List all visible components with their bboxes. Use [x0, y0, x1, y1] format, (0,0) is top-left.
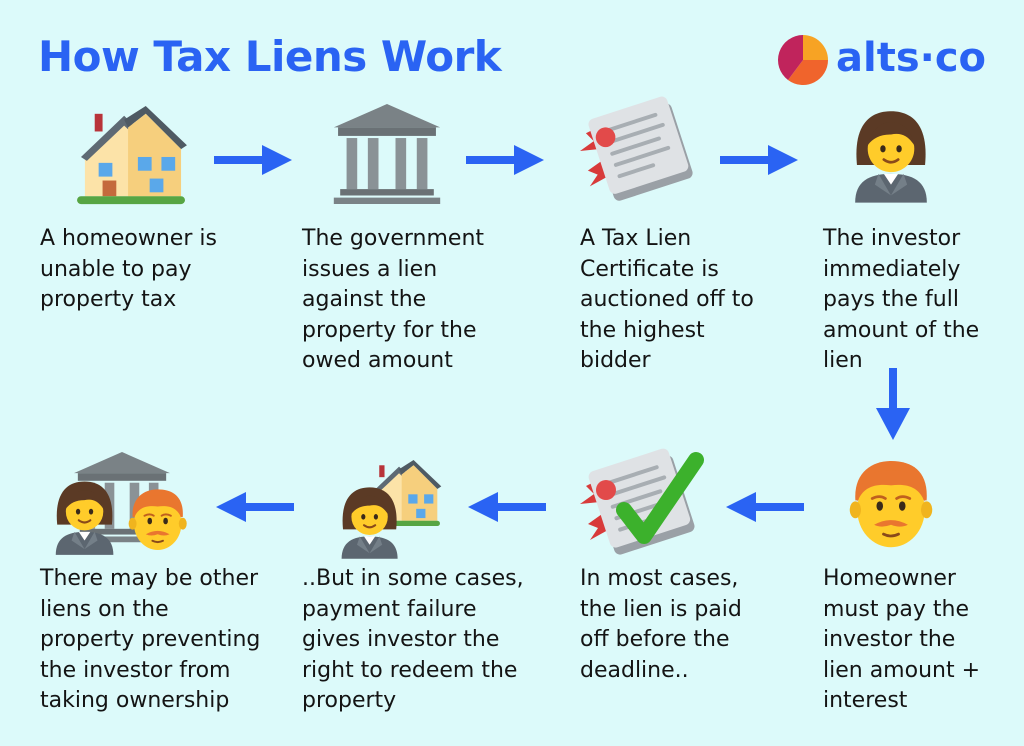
arrow-down-icon [876, 368, 910, 440]
step-7-line: ..But in some cases, [302, 566, 524, 591]
step-5-line: Homeowner [823, 566, 956, 591]
step-8-line: There may be other [40, 566, 259, 591]
arrow-right-icon [720, 145, 798, 175]
step-5-line: must pay the [823, 596, 970, 622]
step-4-line: pays the full [823, 287, 959, 312]
step-4-line: amount of the [823, 317, 980, 343]
step-2-line: owed amount [302, 348, 453, 373]
step-7-text: ..But in some cases, payment failure gives… [302, 564, 524, 717]
step-6-line: the lien is paid [580, 596, 742, 622]
alts-co-logo: alts·co [776, 33, 1001, 89]
step-7-line: gives investor the [302, 627, 500, 652]
step-4-text: The investor immediately pays the full amou… [823, 224, 979, 377]
government-building-icon [333, 104, 441, 204]
homeowner-man-icon [848, 459, 934, 549]
step-3-line: A Tax Lien [580, 226, 692, 251]
step-6-line: deadline.. [580, 657, 689, 683]
investor-house-icon [340, 460, 442, 560]
arrow-right-icon [214, 145, 292, 175]
step-7-line: property [302, 688, 397, 713]
step-2-line: issues a lien [302, 256, 438, 282]
step-6-line: off before the [580, 627, 730, 652]
step-1-line: A homeowner is [40, 226, 217, 251]
step-4-line: lien [823, 348, 863, 373]
certificate-check-icon [580, 446, 704, 557]
step-8-line: liens on the [40, 596, 169, 622]
step-2-line: against the [302, 287, 427, 312]
logo-text: alts·co [836, 35, 987, 81]
step-5-line: lien amount + [823, 657, 981, 683]
page-title: How Tax Liens Work [38, 32, 502, 81]
step-5-line: interest [823, 688, 908, 713]
step-4-line: immediately [823, 256, 961, 282]
step-7-line: payment failure [302, 596, 477, 622]
step-7-line: right to redeem the [302, 657, 518, 683]
step-8-line: the investor from [40, 657, 231, 683]
step-8-text: There may be other liens on the property p… [40, 564, 260, 717]
step-3-line: Certificate is [580, 256, 719, 282]
step-3-line: auctioned off to [580, 287, 754, 312]
step-3-line: bidder [580, 348, 651, 373]
step-2-line: property for the [302, 317, 477, 343]
step-3-line: the highest [580, 317, 705, 343]
arrow-right-icon [466, 145, 544, 175]
step-8-line: property preventing [40, 627, 261, 652]
arrow-left-icon [216, 492, 294, 522]
step-6-text: In most cases, the lien is paid off before… [580, 564, 742, 686]
step-1-line: property tax [40, 287, 177, 312]
step-6-line: In most cases, [580, 566, 739, 591]
step-1-text: A homeowner is unable to pay property tax [40, 224, 217, 316]
investor-woman-icon [853, 109, 929, 204]
step-1-line: unable to pay [40, 256, 192, 282]
arrow-left-icon [726, 492, 804, 522]
house-icon [77, 105, 187, 205]
investor-bank-homeowner-icon [54, 452, 188, 556]
step-8-line: taking ownership [40, 688, 230, 713]
step-4-line: The investor [823, 226, 961, 251]
certificate-icon [580, 94, 695, 203]
step-5-text: Homeowner must pay the investor the lien am… [823, 564, 980, 717]
step-5-line: investor the [823, 627, 956, 652]
step-2-text: The government issues a lien against the pr… [302, 224, 484, 377]
pie-chart-logo-icon [778, 35, 828, 85]
arrow-left-icon [468, 492, 546, 522]
step-2-line: The government [302, 226, 485, 251]
